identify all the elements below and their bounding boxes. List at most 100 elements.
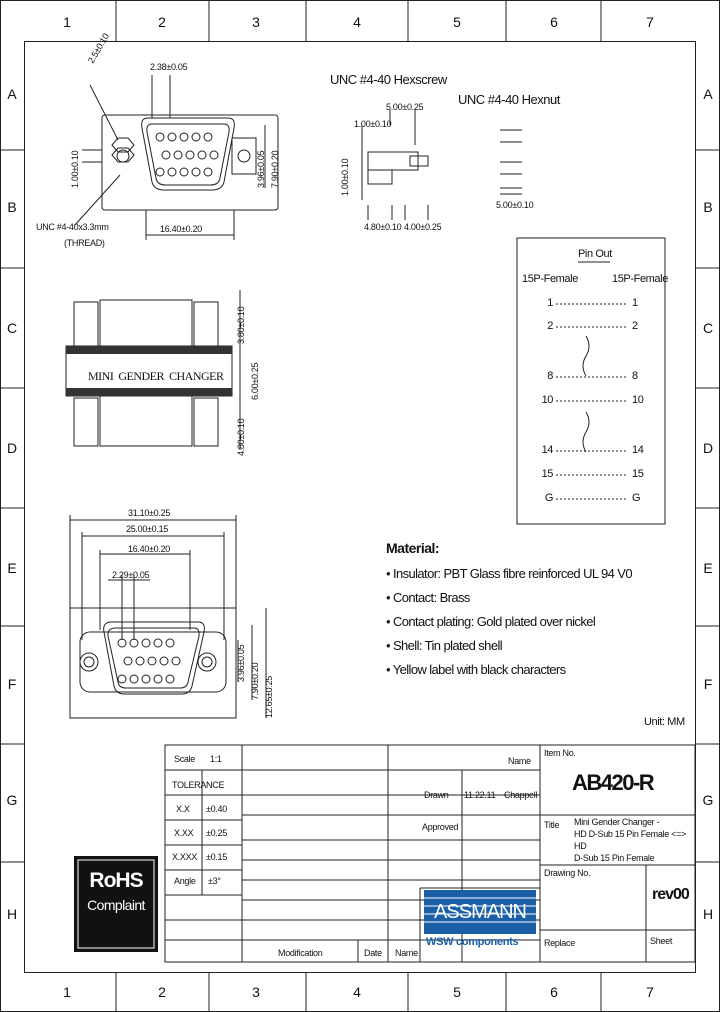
pin-left: 2	[547, 320, 553, 332]
side-dim-c: 4.80±0.10	[236, 418, 246, 456]
pinout-left-header: 15P-Female	[522, 273, 578, 285]
bottom-dim-r2: 7.90±0.20	[250, 662, 260, 700]
title-text: Mini Gender Changer - HD D-Sub 15 Pin Fe…	[574, 816, 694, 864]
tol-key: X.X	[176, 804, 190, 814]
thread-line2: (THREAD)	[64, 238, 105, 248]
bottom-dim-r1: 3.96±0.05	[236, 644, 246, 682]
pin-left: 10	[541, 394, 554, 406]
rohs-line1: RoHS	[89, 869, 143, 892]
side-dim-a: 3.80±0.10	[236, 306, 246, 344]
tol-key: X.XX	[174, 828, 194, 838]
tol-value: ±0.40	[206, 804, 227, 814]
material-item-text: Insulator: PBT Glass fibre reinforced UL…	[392, 566, 633, 581]
dim-width: 2.38±0.05	[150, 62, 188, 72]
pin-left: 14	[541, 444, 554, 456]
thread-line1: UNC #4-40x3.3mm	[36, 222, 109, 232]
col-label: 2	[158, 14, 166, 30]
drawn-date: 11.22.11	[464, 790, 496, 800]
col-label: 2	[158, 984, 166, 1000]
title-text-line: D-Sub 15 Pin Female	[574, 853, 655, 863]
item-no-label: Item No.	[544, 748, 576, 758]
rev: rev00	[652, 886, 690, 903]
material-item: • Contact plating: Gold plated over nick…	[386, 614, 596, 629]
hexscrew-dim-left: 1.00±0.10	[340, 158, 350, 196]
side-view-label: MINI GENDER CHANGER	[88, 369, 224, 383]
col-label: 6	[550, 14, 558, 30]
tol-key: Angle	[174, 876, 196, 886]
scale-label: Scale	[174, 754, 196, 764]
name-label: Name	[508, 756, 531, 766]
row-label: B	[703, 199, 713, 215]
row-label: A	[703, 86, 713, 102]
row-label: H	[702, 906, 714, 922]
material-item: • Yellow label with black characters	[386, 662, 566, 677]
hexnut-title: UNC #4-40 Hexnut	[458, 92, 560, 107]
col-label: 7	[646, 984, 654, 1000]
pin-right: G	[632, 492, 641, 504]
pin-left: G	[544, 492, 554, 504]
unit-label: Unit: MM	[644, 716, 685, 728]
bottom-dim-b: 25.00±0.15	[126, 524, 168, 534]
pinout-right-header: 15P-Female	[612, 273, 668, 285]
row-label: D	[6, 440, 18, 456]
row-label: G	[6, 792, 18, 808]
dim-right-a: 3.96±0.05	[256, 150, 266, 188]
row-label: H	[6, 906, 18, 922]
brand-text: ASSMANN	[434, 901, 527, 923]
hexscrew-dim-bottom-a: 4.80±0.10	[364, 222, 402, 232]
col-label: 3	[252, 14, 260, 30]
col-label: 7	[646, 14, 654, 30]
drawing-no-label: Drawing No.	[544, 868, 591, 878]
pin-left: 15	[541, 468, 554, 480]
hexnut-dim: 5.00±0.10	[496, 200, 534, 210]
tol-value: ±0.25	[206, 828, 227, 838]
hexscrew-dim-bottom-b: 4.00±0.25	[404, 222, 442, 232]
pin-left: 8	[547, 370, 553, 382]
row-label: C	[702, 320, 714, 336]
brand-sub: WSW components	[426, 936, 519, 948]
drawn-label: Drawn	[424, 790, 449, 800]
dim-overall: 16.40±0.20	[160, 224, 202, 234]
tol-value: ±0.15	[206, 852, 227, 862]
bottom-dim-d: 2.29±0.05	[112, 570, 150, 580]
row-label: F	[7, 676, 17, 692]
pin-right: 14	[632, 444, 644, 456]
material-item: • Insulator: PBT Glass fibre reinforced …	[386, 566, 633, 581]
material-title: Material:	[386, 540, 440, 556]
assmann-logo: ASSMANN	[426, 890, 534, 934]
scale-value: 1:1	[210, 754, 222, 764]
col-label: 5	[453, 14, 461, 30]
pin-right: 1	[632, 297, 638, 309]
material-item-text: Contact: Brass	[392, 590, 470, 605]
hexscrew-dim-head: 1.00±0.10	[354, 119, 392, 129]
pin-left: 1	[547, 297, 553, 309]
col-label: 4	[353, 984, 361, 1000]
side-dim-b: 6.00±0.25	[250, 362, 260, 400]
row-label: G	[702, 792, 714, 808]
col-label: 6	[550, 984, 558, 1000]
dim-right-b: 7.90±0.20	[270, 150, 280, 188]
col-label: 1	[63, 14, 71, 30]
material-item-text: Shell: Tin plated shell	[392, 638, 503, 653]
bottom-dim-c: 16.40±0.20	[128, 544, 170, 554]
item-no: AB420-R	[572, 770, 655, 795]
hexscrew-dim-top: 5.00±0.25	[386, 102, 424, 112]
title-text-line: Mini Gender Changer -	[574, 817, 660, 827]
row-label: B	[7, 199, 17, 215]
hexscrew-title: UNC #4-40 Hexscrew	[330, 72, 447, 87]
pin-right: 2	[632, 320, 638, 332]
dim-height-left: 1.00±0.10	[70, 150, 80, 188]
pin-right: 15	[632, 468, 644, 480]
date-label: Date	[364, 948, 382, 958]
modification-label: Modification	[278, 948, 323, 958]
row-label: E	[7, 560, 17, 576]
col-label: 3	[252, 984, 260, 1000]
col-label: 5	[453, 984, 461, 1000]
material-item-text: Yellow label with black characters	[392, 662, 566, 677]
pin-right: 8	[632, 370, 638, 382]
tol-key: X.XXX	[172, 852, 198, 862]
material-item-text: Contact plating: Gold plated over nickel	[392, 614, 596, 629]
col-label: 1	[63, 984, 71, 1000]
tol-value: ±3°	[208, 876, 221, 886]
